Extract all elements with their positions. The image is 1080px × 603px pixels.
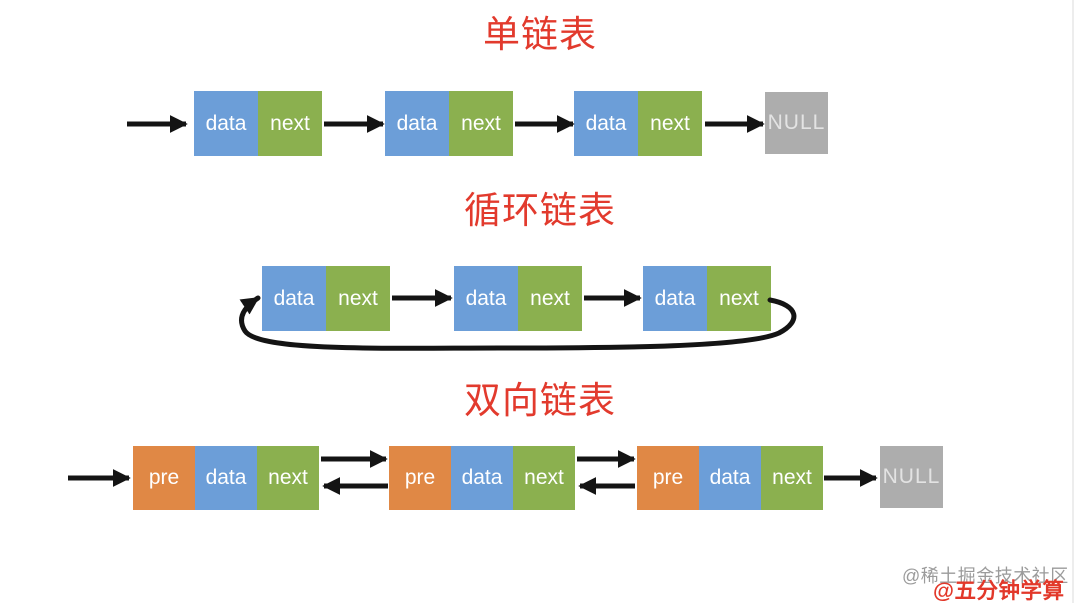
circular-node-2: data next: [454, 266, 582, 331]
data-cell: data: [574, 91, 638, 156]
next-cell: next: [326, 266, 390, 331]
next-cell: next: [707, 266, 771, 331]
data-cell: data: [195, 446, 257, 510]
community-watermark: @稀土掘金技术社区: [902, 566, 1069, 586]
page-edge-divider: [1072, 0, 1074, 603]
pre-cell: pre: [389, 446, 451, 510]
doubly-list-title: 双向链表: [464, 380, 616, 421]
circular-node-1: data next: [262, 266, 390, 331]
singly-node-3: data next: [574, 91, 702, 156]
next-cell: next: [638, 91, 702, 156]
next-cell: next: [449, 91, 513, 156]
doubly-null-terminator: NULL: [880, 446, 943, 508]
singly-node-2: data next: [385, 91, 513, 156]
next-cell: next: [258, 91, 322, 156]
pre-cell: pre: [133, 446, 195, 510]
data-cell: data: [451, 446, 513, 510]
doubly-node-1: pre data next: [133, 446, 319, 510]
author-watermark: @五分钟学算法: [933, 579, 1065, 603]
data-cell: data: [262, 266, 326, 331]
data-cell: data: [194, 91, 258, 156]
circular-node-3: data next: [643, 266, 771, 331]
data-cell: data: [643, 266, 707, 331]
singly-list-title: 单链表: [483, 14, 597, 55]
next-cell: next: [761, 446, 823, 510]
doubly-node-2: pre data next: [389, 446, 575, 510]
doubly-node-3: pre data next: [637, 446, 823, 510]
data-cell: data: [454, 266, 518, 331]
singly-null-terminator: NULL: [765, 92, 828, 154]
next-cell: next: [513, 446, 575, 510]
circular-list-title: 循环链表: [464, 190, 616, 231]
pre-cell: pre: [637, 446, 699, 510]
data-cell: data: [699, 446, 761, 510]
singly-node-1: data next: [194, 91, 322, 156]
next-cell: next: [518, 266, 582, 331]
next-cell: next: [257, 446, 319, 510]
data-cell: data: [385, 91, 449, 156]
